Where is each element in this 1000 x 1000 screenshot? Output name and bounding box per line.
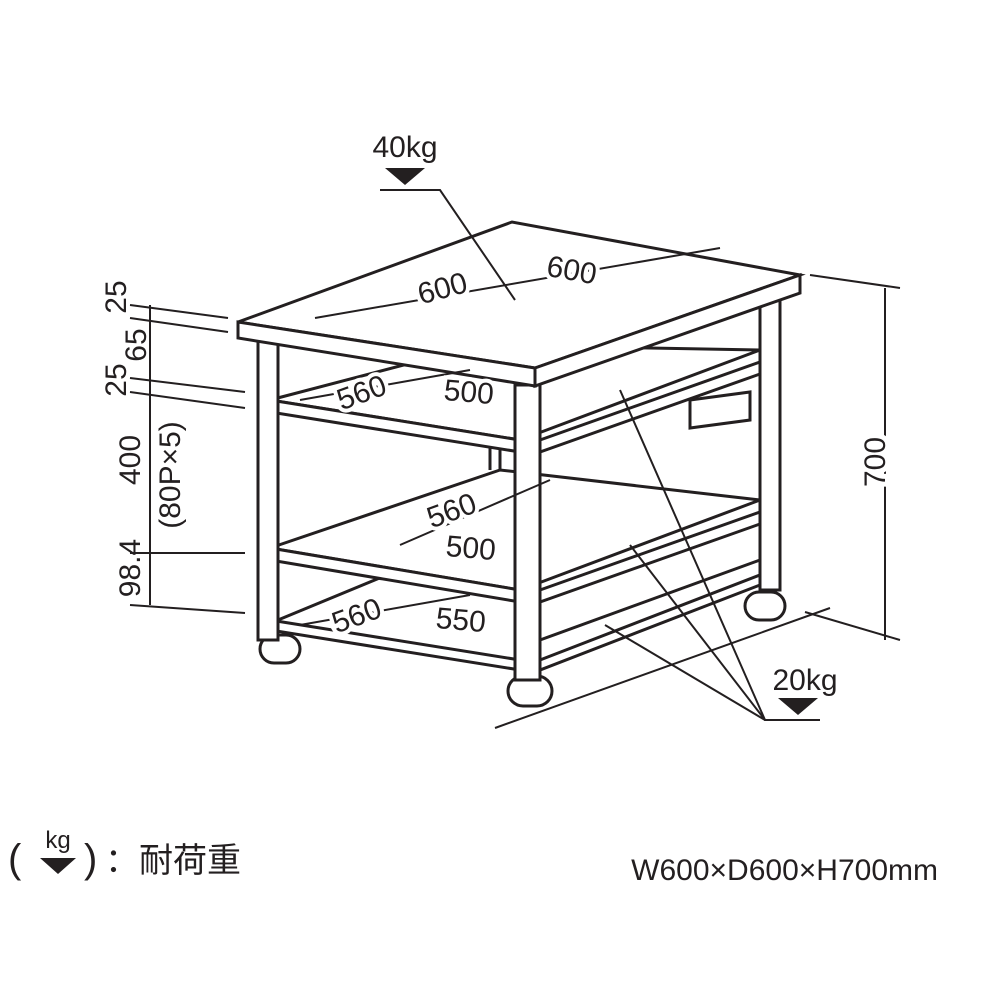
- dim-top-gap: 65: [120, 328, 153, 361]
- load-arrow-icon: [778, 698, 818, 715]
- dimension-lines: [129, 247, 901, 641]
- load-arrow-icon: [385, 168, 425, 185]
- bottom-shelf-depth-label: 550: [434, 602, 487, 639]
- legend-unit: kg: [45, 827, 70, 854]
- legend-label: ：耐荷重: [105, 842, 241, 880]
- middle-shelf-depth-label: 500: [444, 530, 497, 567]
- top-load-label: 40kg: [372, 131, 437, 164]
- legend: ( kg ) ：耐荷重: [8, 827, 241, 881]
- bottom-shelf-width-label: 560: [328, 592, 386, 640]
- upper-shelf-depth-label: 500: [442, 374, 495, 411]
- ground-line: [494, 607, 831, 729]
- legend-close-paren: ): [84, 837, 97, 881]
- dim-pitch: (80P×5): [154, 421, 187, 529]
- dim-top-thickness: 25: [100, 280, 133, 313]
- height-label: 700: [859, 437, 892, 487]
- legend-open-paren: (: [8, 837, 22, 881]
- size-spec: W600×D600×H700mm: [631, 854, 938, 887]
- lower-load-label: 20kg: [772, 664, 837, 697]
- cart-frame: [236, 220, 806, 682]
- dim-bottom: 98.4: [114, 539, 147, 597]
- load-arrow-icon: [40, 858, 76, 874]
- dim-shelf-space: 400: [114, 435, 147, 485]
- casters: [258, 590, 787, 708]
- dim-shelf-thickness: 25: [100, 363, 133, 396]
- load-leaders: [380, 168, 820, 721]
